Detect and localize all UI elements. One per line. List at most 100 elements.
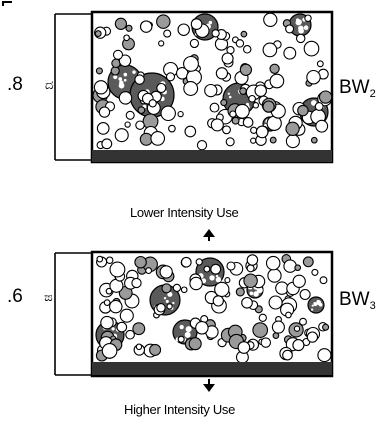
small-particle [241,296,253,309]
small-particle [165,72,176,82]
particle-speck [172,301,175,305]
particle-speck [249,291,254,296]
small-particle [114,128,129,143]
small-particle [235,287,245,297]
small-particle [269,63,280,74]
small-particle [132,322,146,336]
small-particle [297,104,309,117]
small-particle [105,287,113,295]
small-particle [269,73,285,89]
small-particle [114,17,128,30]
small-particle [101,138,113,150]
arrow-down-label: Higher Intensity Use [124,402,236,417]
small-particle [222,125,231,135]
top-panel-particles [92,12,333,151]
small-particle [229,110,237,118]
small-particle [318,90,333,104]
small-particle [311,268,319,276]
small-particle [195,321,209,335]
small-particle [109,299,123,314]
small-particle [156,303,166,313]
small-particle [316,60,324,68]
small-particle [158,40,165,47]
small-particle [242,45,252,54]
small-particle [135,120,145,130]
arrow-up-icon [203,229,215,241]
small-particle [156,82,167,94]
small-particle [314,102,324,111]
particle-speck [184,331,191,338]
small-particle [285,24,295,34]
small-particle [168,124,176,133]
small-particle [156,14,171,29]
small-particle [166,303,173,310]
small-particle [306,331,319,343]
small-particle [94,30,102,38]
top-right-label: BW2 [339,77,376,100]
particle-speck [209,275,215,281]
small-particle [250,126,258,134]
small-particle [135,343,143,351]
particle-speck [111,327,115,331]
corner-mark [2,1,12,6]
small-particle [100,315,114,330]
small-particle [209,102,220,113]
small-particle [203,265,211,273]
small-particle [295,33,306,44]
small-particle [118,91,133,105]
bw-label: BW [339,77,370,98]
small-particle [204,83,218,98]
particle-speck [216,276,221,281]
particle-speck [163,296,167,300]
particle-speck [245,102,250,106]
small-particle [134,255,147,269]
particle-speck [118,77,123,81]
bottom-side-mark: ಙ [44,289,53,304]
small-particle [172,283,182,293]
small-particle [250,137,257,144]
small-particle [98,106,111,118]
small-particle [246,254,259,266]
small-particle [148,99,157,108]
small-particle [285,134,300,149]
small-particle [221,52,234,65]
small-particle [319,276,328,285]
small-particle [239,63,253,76]
small-particle [95,67,103,75]
small-particle [159,265,173,279]
small-particle [177,23,190,36]
small-particle [258,313,267,322]
top-panel-base-band [92,150,332,162]
small-particle [252,322,269,338]
particle-speck [310,100,317,106]
small-particle [299,317,307,326]
small-particle [237,341,251,354]
small-particle [310,136,318,144]
small-particle [239,87,247,95]
small-particle [118,54,132,67]
small-particle [211,29,220,38]
small-particle [119,308,134,323]
small-particle [268,295,283,310]
small-particle [263,12,278,27]
small-particle [116,321,128,333]
bottom-panel-particles [95,254,332,364]
bottom-panel-base-band [92,362,332,375]
small-particle [131,277,142,289]
small-particle [183,81,199,96]
small-particle [163,29,172,38]
small-particle [93,80,109,95]
particle-speck [119,80,124,85]
small-particle [96,255,104,263]
small-particle [243,273,258,289]
particle-speck [165,299,169,303]
small-particle [212,295,224,307]
small-particle [134,74,145,85]
small-particle [226,261,236,271]
small-particle [293,325,301,332]
small-particle [123,34,130,42]
small-particle [195,258,203,266]
particle-speck [179,324,184,330]
small-particle [322,323,330,331]
